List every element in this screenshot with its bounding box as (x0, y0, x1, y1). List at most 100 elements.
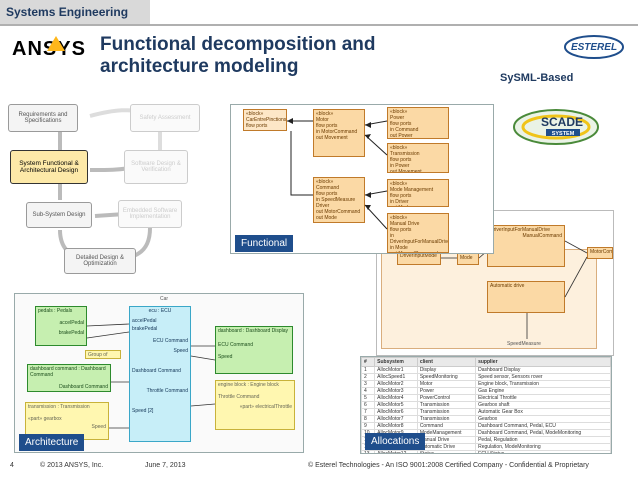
table-cell: 1 (361, 366, 376, 374)
table-cell: Pedal, Regulation (475, 436, 611, 444)
block-name: Transmission (390, 151, 420, 157)
scade-logo-sub: SYSTEM (552, 131, 575, 137)
functional-connectors (287, 118, 388, 230)
block-body: flow ports in MotorCommand out Movement (316, 123, 358, 141)
arch-block-name: pedals : Pedals (38, 308, 73, 314)
block-motor: «block» Motor flow ports in MotorCommand… (313, 109, 365, 157)
architecture-connectors (86, 323, 216, 429)
block-name: CarEntrePinctions (246, 117, 287, 123)
functional-label: Functional (235, 235, 294, 252)
block-manual-drive: «block» Manual Drive flow ports in Drive… (387, 213, 449, 253)
block-stereo: «block» (390, 145, 408, 151)
scade-logo: SCADE SYSTEM (513, 109, 599, 145)
arch-port: Throttle Command (146, 388, 188, 394)
block-stereo: «block» (390, 109, 408, 115)
arch-port: Speed (91, 424, 106, 430)
table-cell: Motor (416, 380, 477, 388)
architecture-panel: Car pedals : Pedals accelPedal brakePeda… (14, 293, 304, 453)
table-cell: Gearbox (475, 415, 611, 423)
ibd-mode: Mode (457, 253, 479, 265)
table-cell: Dashboard Display (475, 366, 611, 374)
block-power: «block» Power flow ports in Command out … (387, 107, 449, 139)
table-cell: 4 (361, 387, 376, 395)
arch-port: accelPedal (132, 318, 157, 324)
arch-block-name: engine block : Engine block (218, 382, 279, 388)
table-cell: Transmission (416, 415, 477, 423)
block-body: flow ports in Command out Power (390, 121, 419, 139)
esterel-logo: ESTEREL (564, 35, 624, 59)
table-cell: 3 (361, 380, 376, 388)
block-stereo: «block» (316, 111, 334, 117)
footer-copyright-ansys: © 2013 ANSYS, Inc. (40, 462, 104, 469)
block-name: Motor (316, 117, 329, 123)
ibd-port: DriverInputForManualDrive (490, 227, 551, 233)
arch-port: «part» gearbox (28, 416, 62, 422)
block-name: Power (390, 115, 405, 121)
table-cell: AllocMotor3 (374, 387, 418, 395)
table-cell: 5 (361, 394, 376, 402)
arch-port: brakePedal (132, 326, 158, 332)
process-system-design: System Functional & Architectural Design (10, 150, 88, 184)
table-cell: Command (416, 422, 477, 430)
arch-port: brakePedal (58, 330, 84, 336)
arch-port: Speed (173, 348, 188, 354)
table-cell: Speed sensor, Sensors rover (475, 373, 611, 381)
arch-dashboard-display: dashboard : Dashboard Display ECU Comman… (215, 326, 293, 374)
block-body: flow ports in Power out Movement (390, 157, 422, 173)
process-software-design: Software Design & Verification (124, 150, 188, 184)
footer-copyright-esterel: © Esterel Technologies - An ISO 9001:200… (308, 462, 589, 469)
arch-port: Dashboard Command (59, 384, 108, 390)
table-cell: Dashboard Command, Pedal, ECU (475, 422, 611, 430)
ibd-manual-drive: DriverInputForManualDrive ManualCommand (487, 225, 565, 267)
col-header: supplier (475, 357, 611, 367)
ibd-motor-command: MotorCommand (587, 247, 613, 259)
block-stereo: «block» (390, 181, 408, 187)
block-body: flow ports in DriverInputForManualDrive … (390, 227, 449, 252)
process-flow: Requirements and Specifications Safety A… (0, 98, 225, 278)
block-name: Manual Drive (390, 221, 420, 227)
table-cell: SpeedMonitoring (416, 373, 477, 381)
table-cell: AllocMotor2 (374, 380, 418, 388)
table-cell: Regulation, ModeMonitoring (475, 443, 611, 451)
block-stereo: «block» (390, 215, 408, 221)
col-header: Subsystem (374, 357, 418, 367)
table-cell: AllocMotor8 (374, 422, 418, 430)
table-cell: Gas Engine (475, 387, 611, 395)
table-cell: 7 (361, 408, 376, 416)
arch-block-name: ecu : ECU (148, 308, 172, 314)
table-cell: Engine block, Transmission (475, 380, 611, 388)
block-stereo: «block» (246, 111, 264, 117)
table-cell: AllocMotor4 (374, 394, 418, 402)
ibd-speed-measure: SpeedMeasure (507, 341, 541, 347)
table-cell: AllocMotor1 (374, 366, 418, 374)
arch-pedals: pedals : Pedals accelPedal brakePedal (35, 306, 87, 346)
table-cell: ECU Status (475, 450, 611, 453)
table-cell: AllocMotor5 (374, 401, 418, 409)
arch-port: Throttle Command (218, 394, 260, 400)
ibd-port: ManualCommand (522, 233, 562, 239)
scade-logo-text: SCADE (541, 115, 583, 129)
block-body: flow ports (246, 123, 268, 129)
block-name: Command (316, 185, 340, 191)
arch-port: Speed [2] (132, 408, 154, 414)
block-transmission: «block» Transmission flow ports in Power… (387, 143, 449, 173)
footer-date: June 7, 2013 (145, 462, 186, 469)
title-line-1: Functional decomposition and (100, 34, 376, 55)
arch-frame-title: Car (160, 296, 169, 302)
table-cell: Transmission (416, 408, 477, 416)
esterel-logo-text: ESTEREL (571, 42, 617, 53)
table-cell: Transmission (416, 401, 477, 409)
process-detailed: Detailed Design & Optimization (64, 248, 136, 274)
process-embedded: Embedded Software Implementation (118, 200, 182, 228)
arch-block-name: dashboard : Dashboard Display (218, 328, 289, 334)
